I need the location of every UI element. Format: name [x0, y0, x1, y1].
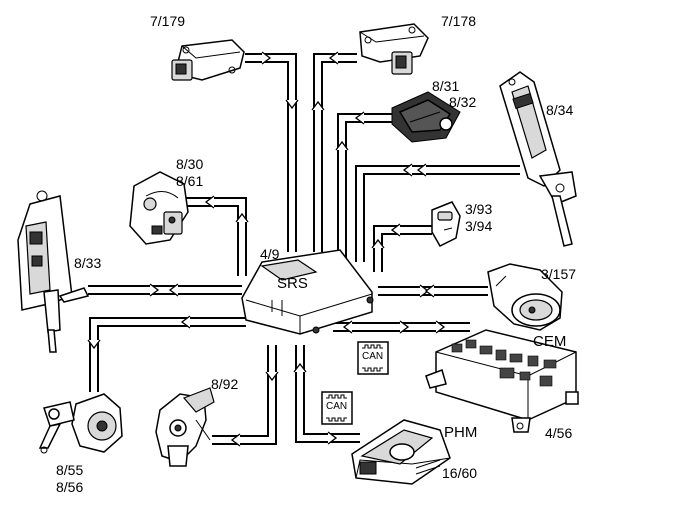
- label-cem: CEM: [533, 333, 567, 350]
- arrow-icon: [416, 163, 427, 177]
- label-8-34: 8/34: [546, 102, 574, 118]
- label-8-30: 8/30: [176, 156, 204, 172]
- cem-module: [425, 329, 579, 433]
- label-phm: PHM: [444, 424, 478, 441]
- arrow-icon: [399, 320, 410, 334]
- arrow-icon: [390, 223, 401, 237]
- wire-group: [88, 53, 520, 445]
- arrow-icon: [354, 111, 365, 125]
- sensor-8-92: [155, 387, 215, 467]
- arrow-icon: [424, 284, 435, 298]
- arrow-icon: [168, 283, 179, 297]
- crash-sensor-7-179: [171, 39, 245, 81]
- arrow-icon: [230, 433, 241, 447]
- label-4-56: 4/56: [545, 425, 573, 441]
- label-3-157: 3/157: [541, 266, 577, 282]
- label-8-33: 8/33: [74, 255, 102, 271]
- label-srs: SRS: [277, 275, 308, 292]
- arrow-icon: [261, 51, 272, 65]
- arrow-icon: [293, 362, 307, 373]
- arrow-icon: [285, 99, 299, 110]
- label-can-2: CAN: [326, 401, 348, 412]
- crash-sensor-7-178: [359, 23, 429, 75]
- arrow-icon: [335, 140, 349, 151]
- label-16-60: 16/60: [442, 465, 478, 481]
- label-8-56: 8/56: [56, 479, 84, 495]
- arrow-icon: [204, 195, 215, 209]
- arrow-group: [87, 51, 446, 447]
- arrow-icon: [87, 339, 101, 350]
- pretensioner-8-55: [38, 393, 123, 454]
- arrow-icon: [311, 100, 325, 111]
- arrow-icon: [371, 238, 385, 249]
- arrow-icon: [327, 431, 338, 445]
- buckle-switch-3-93: [431, 201, 461, 247]
- can-symbol-1: [357, 341, 389, 375]
- arrow-icon: [328, 51, 339, 65]
- label-7-179: 7/179: [150, 13, 186, 29]
- arrow-icon: [402, 163, 413, 177]
- arrow-icon: [435, 320, 446, 334]
- pretensioner-8-34: [499, 71, 577, 247]
- label-8-55: 8/55: [56, 462, 84, 478]
- label-3-94: 3/94: [465, 218, 493, 234]
- label-7-178: 7/178: [441, 13, 477, 29]
- arrow-icon: [265, 371, 279, 382]
- label-8-32: 8/32: [449, 94, 477, 110]
- label-4-9: 4/9: [260, 246, 280, 262]
- label-8-31: 8/31: [432, 78, 460, 94]
- srs-module: [241, 249, 374, 335]
- label-3-93: 3/93: [465, 201, 493, 217]
- airbag-8-30: [129, 171, 189, 245]
- switch-3-157: [487, 263, 563, 331]
- phm-module: [351, 419, 451, 485]
- arrow-icon: [180, 315, 191, 329]
- label-8-92: 8/92: [211, 376, 239, 392]
- can-symbol-2: [321, 391, 353, 425]
- arrow-icon: [149, 283, 160, 297]
- pretensioner-8-33: [17, 190, 90, 353]
- label-can-1: CAN: [362, 351, 384, 362]
- arrow-icon: [235, 212, 249, 223]
- label-8-61: 8/61: [176, 173, 204, 189]
- airbag-module-8-31: [391, 91, 461, 143]
- arrow-icon: [342, 320, 353, 334]
